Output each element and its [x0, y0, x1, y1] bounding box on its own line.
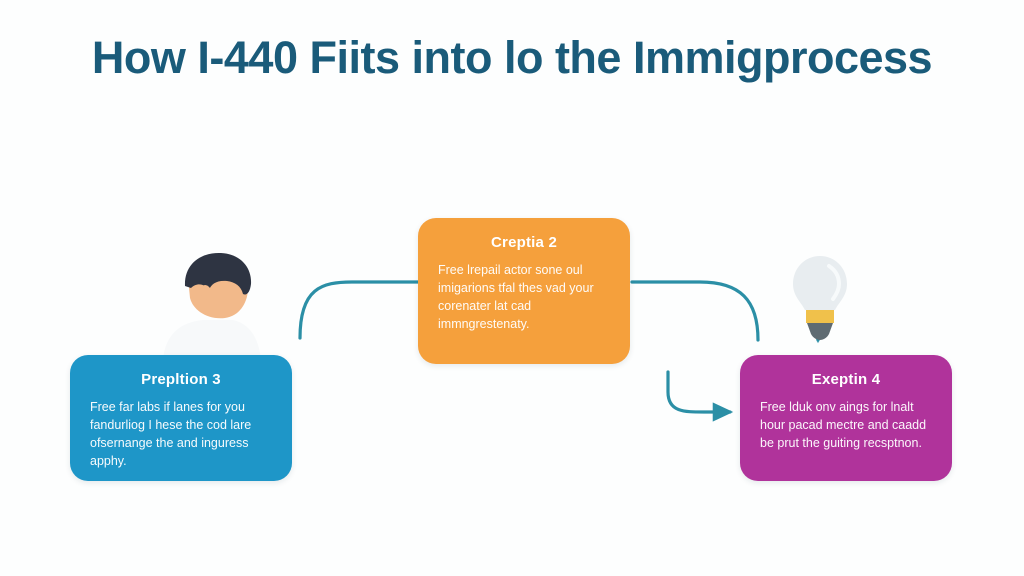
- person-illustration: [163, 252, 261, 360]
- connector-center-to-bulb: [630, 280, 760, 342]
- lightbulb-icon: [793, 256, 847, 340]
- connector-person-to-center: [298, 280, 420, 340]
- process-card-right-title: Exeptin 4: [811, 371, 881, 388]
- process-card-left-body: Free far labs if lanes for you fandurlio…: [90, 400, 252, 469]
- process-card-right[interactable]: Exeptin 4 Free lduk onv aings for lnalt …: [740, 355, 952, 481]
- process-card-right-body: Free lduk onv aings for lnalt hour pacad…: [760, 400, 927, 451]
- connector-arrow-to-right-card: [666, 370, 734, 422]
- process-card-center-title: Creptia 2: [491, 234, 557, 251]
- process-card-center-body: Free lrepail actor sone oul imigarions t…: [438, 263, 594, 332]
- process-card-center[interactable]: Creptia 2 Free lrepail actor sone oul im…: [418, 218, 630, 364]
- process-card-left[interactable]: Prepltion 3 Free far labs if lanes for y…: [70, 355, 292, 481]
- process-card-left-title: Prepltion 3: [141, 371, 221, 388]
- page-title: How I-440 Fiits into lo the Immigprocess: [91, 32, 933, 83]
